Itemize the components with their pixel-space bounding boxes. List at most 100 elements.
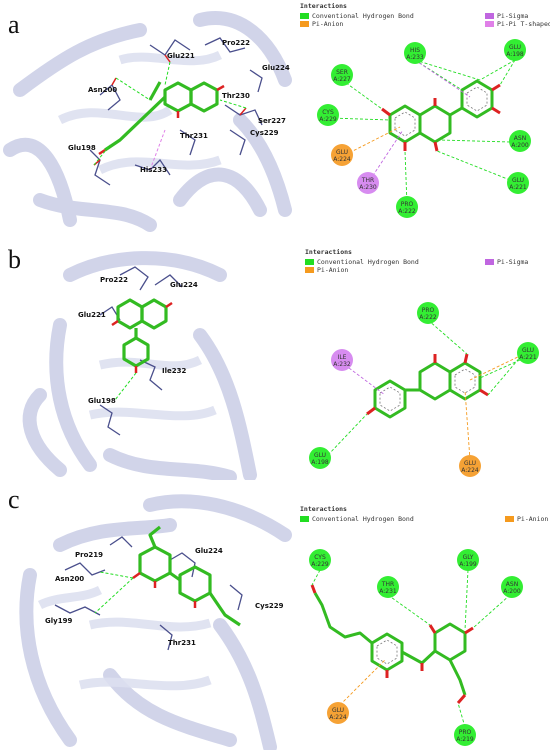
svg-text:A:229: A:229 [311,561,329,568]
svg-text:GLU: GLU [522,347,534,354]
residue-label: Glu198 [68,144,96,152]
legend-title: Interactions [300,505,347,513]
svg-text:GLU: GLU [332,707,344,714]
svg-text:GLU: GLU [464,460,476,467]
svg-text:A:198: A:198 [311,459,329,466]
svg-text:A:229: A:229 [319,116,337,123]
legend-entry: Pi-Anion [505,515,548,523]
svg-text:A:198: A:198 [506,51,524,58]
docking-3d-view-a: Glu221 Pro222 Asn200 Glu224 Thr230 Ser22… [3,11,292,232]
protein-ribbon [3,11,292,232]
svg-text:A:224: A:224 [333,156,351,163]
svg-text:A:221: A:221 [509,184,527,191]
svg-text:SER: SER [336,69,348,76]
svg-text:A:224: A:224 [329,714,347,721]
residue-label: Cys229 [255,602,284,610]
svg-text:A:224: A:224 [461,467,479,474]
svg-text:A:219: A:219 [456,736,474,743]
residue-label: Ser227 [258,117,286,125]
panel-letter-c: c [8,485,20,514]
svg-text:HIS: HIS [410,47,420,54]
legend-entry: Conventional Hydrogen Bond [300,12,414,20]
residue-label: Pro222 [222,39,250,47]
legend-entry: Pi-Sigma [485,258,528,266]
residue-label: Asn200 [88,86,117,94]
svg-text:A:227: A:227 [333,76,351,83]
residue-label: Gly199 [45,617,72,625]
residue-sticks [89,37,263,186]
legend-entry: Pi-Sigma [485,12,528,20]
svg-text:THR: THR [381,581,394,588]
svg-text:GLU: GLU [336,149,348,156]
residue-label: Asn200 [55,575,84,583]
legend-entry: Pi-Anion [305,266,348,274]
residue-label: Glu224 [195,547,223,555]
svg-text:GLU: GLU [314,452,326,459]
residue-label: Thr231 [168,639,196,647]
docking-3d-view-b: Pro222 Glu224 Glu221 Ile232 Glu198 [22,251,257,480]
svg-text:PRO: PRO [422,307,435,314]
svg-text:A:222: A:222 [398,208,416,215]
residue-label: Pro219 [75,551,103,559]
svg-text:THR: THR [361,177,374,184]
residue-label: Glu198 [88,397,116,405]
ligand-b [116,298,168,368]
legend-a: Interactions Conventional Hydrogen Bond … [300,2,550,32]
svg-text:A:231: A:231 [379,588,397,595]
residue-label: Thr231 [180,132,208,140]
svg-text:A:230: A:230 [359,184,377,191]
panel-c: c [0,485,550,754]
legend-title: Interactions [300,2,347,10]
svg-text:ILE: ILE [338,354,347,361]
svg-text:ASN: ASN [514,135,526,142]
docking-3d-view-c: Pro219 Asn200 Glu224 Gly199 Cys229 Thr23… [19,494,292,750]
svg-text:CYS: CYS [314,554,326,561]
svg-text:GLU: GLU [509,44,521,51]
legend-b: Interactions Conventional Hydrogen Bond … [305,248,545,278]
panel-letter-b: b [8,245,21,274]
panel-b: b [0,245,550,485]
svg-text:A:200: A:200 [503,588,521,595]
residue-label: Pro222 [100,276,128,284]
svg-text:CYS: CYS [322,109,334,116]
residue-label: Glu224 [262,64,290,72]
residue-label: His233 [140,166,167,174]
svg-text:GLU: GLU [512,177,524,184]
legend-entry: Pi-Pi T-shaped [485,20,550,28]
svg-text:A:221: A:221 [519,354,537,361]
residue-label: Glu224 [170,281,198,289]
svg-text:ASN: ASN [506,581,518,588]
svg-text:A:222: A:222 [419,314,437,321]
legend-entry: Pi-Anion [300,20,343,28]
ligand-a [104,81,219,152]
ligand-2d [388,79,494,144]
svg-text:A:232: A:232 [333,361,351,368]
legend-c: Interactions Conventional Hydrogen Bond … [300,505,548,530]
residue-label: Ile232 [162,367,186,375]
svg-text:A:200: A:200 [511,142,529,149]
legend-entry: Conventional Hydrogen Bond [300,515,414,523]
svg-text:PRO: PRO [459,729,472,736]
svg-text:A:199: A:199 [459,561,477,568]
residue-label: Glu221 [78,311,106,319]
